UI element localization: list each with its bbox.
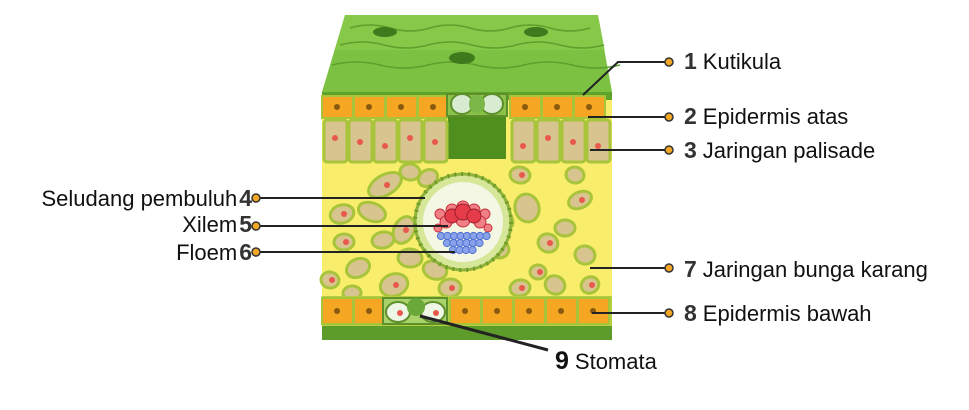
spongy-cell [357,200,387,224]
spongy-cell [567,189,593,211]
spongy-cell [319,270,341,290]
palisade-cell [510,118,537,164]
spongy-cell [344,256,372,280]
epidermis-cell [321,297,354,325]
epidermis-cell [513,297,546,325]
epidermis-cell [385,95,418,119]
spongy-cell [332,232,356,252]
palisade-cell [322,118,349,164]
label-number: 7 [684,256,697,282]
label-text: Stomata [574,349,657,374]
epidermis-cell [321,95,354,119]
label-number: 9 [555,347,569,375]
upper-epidermis-layer [321,95,606,119]
palisade-cell [397,118,424,164]
label-floem: Floem6 [176,239,252,266]
label-number: 1 [684,48,697,74]
label-number: 3 [684,137,697,163]
label-text: Xilem [182,212,238,237]
label-text: Seludang pembuluh [41,186,238,211]
epidermis-cell [577,297,610,325]
upper-stoma [446,93,508,117]
spongy-cell [579,275,601,295]
label-xilem: Xilem5 [182,211,252,238]
palisade-cell [535,118,562,164]
epidermis-cell [573,95,606,119]
epidermis-cell [545,297,578,325]
label-text: Floem [176,240,238,265]
label-text: Jaringan bunga karang [702,257,928,282]
spongy-cell [513,192,541,224]
label-number: 2 [684,103,697,129]
spongy-cell [328,203,356,225]
leader-lines [258,61,668,352]
spongy-cell [437,277,463,299]
palisade-cell [372,118,399,164]
label-text: Jaringan palisade [702,138,876,163]
cuticle-layer [322,15,621,100]
palisade-cell [422,118,449,164]
label-number: 6 [239,239,252,265]
phloem [436,231,491,255]
spongy-cell [573,244,597,266]
palisade-cell [585,118,612,164]
epidermis-cell [509,95,542,119]
label-number: 5 [239,211,252,237]
spongy-cell [543,274,567,296]
spongy-cell [553,218,577,238]
spongy-cell [528,263,548,281]
spongy-cell [508,278,532,298]
label-number: 8 [684,300,697,326]
epidermis-cell [353,95,386,119]
vascular-bundle [413,172,513,272]
lower-cuticle [322,326,612,340]
label-text: Epidermis atas [702,104,849,129]
palisade-cell [560,118,587,164]
palisade-layer [322,118,612,164]
air-chamber [448,117,506,159]
spongy-cell [396,247,424,269]
label-seludang-pembuluh: Seludang pembuluh4 [41,185,252,212]
epidermis-cell [449,297,482,325]
label-number: 4 [239,185,252,211]
label-text: Epidermis bawah [702,301,872,326]
epidermis-cell [417,95,450,119]
epidermis-cell [353,297,386,325]
epidermis-cell [481,297,514,325]
spongy-cell [378,272,410,298]
label-text: Kutikula [702,49,782,74]
spongy-cell [536,232,560,254]
epidermis-cell [541,95,574,119]
lower-epidermis-layer [321,297,610,325]
spongy-cell [564,165,586,185]
leader-dots [251,57,674,318]
palisade-cell [347,118,374,164]
spongy-cell [508,165,532,185]
